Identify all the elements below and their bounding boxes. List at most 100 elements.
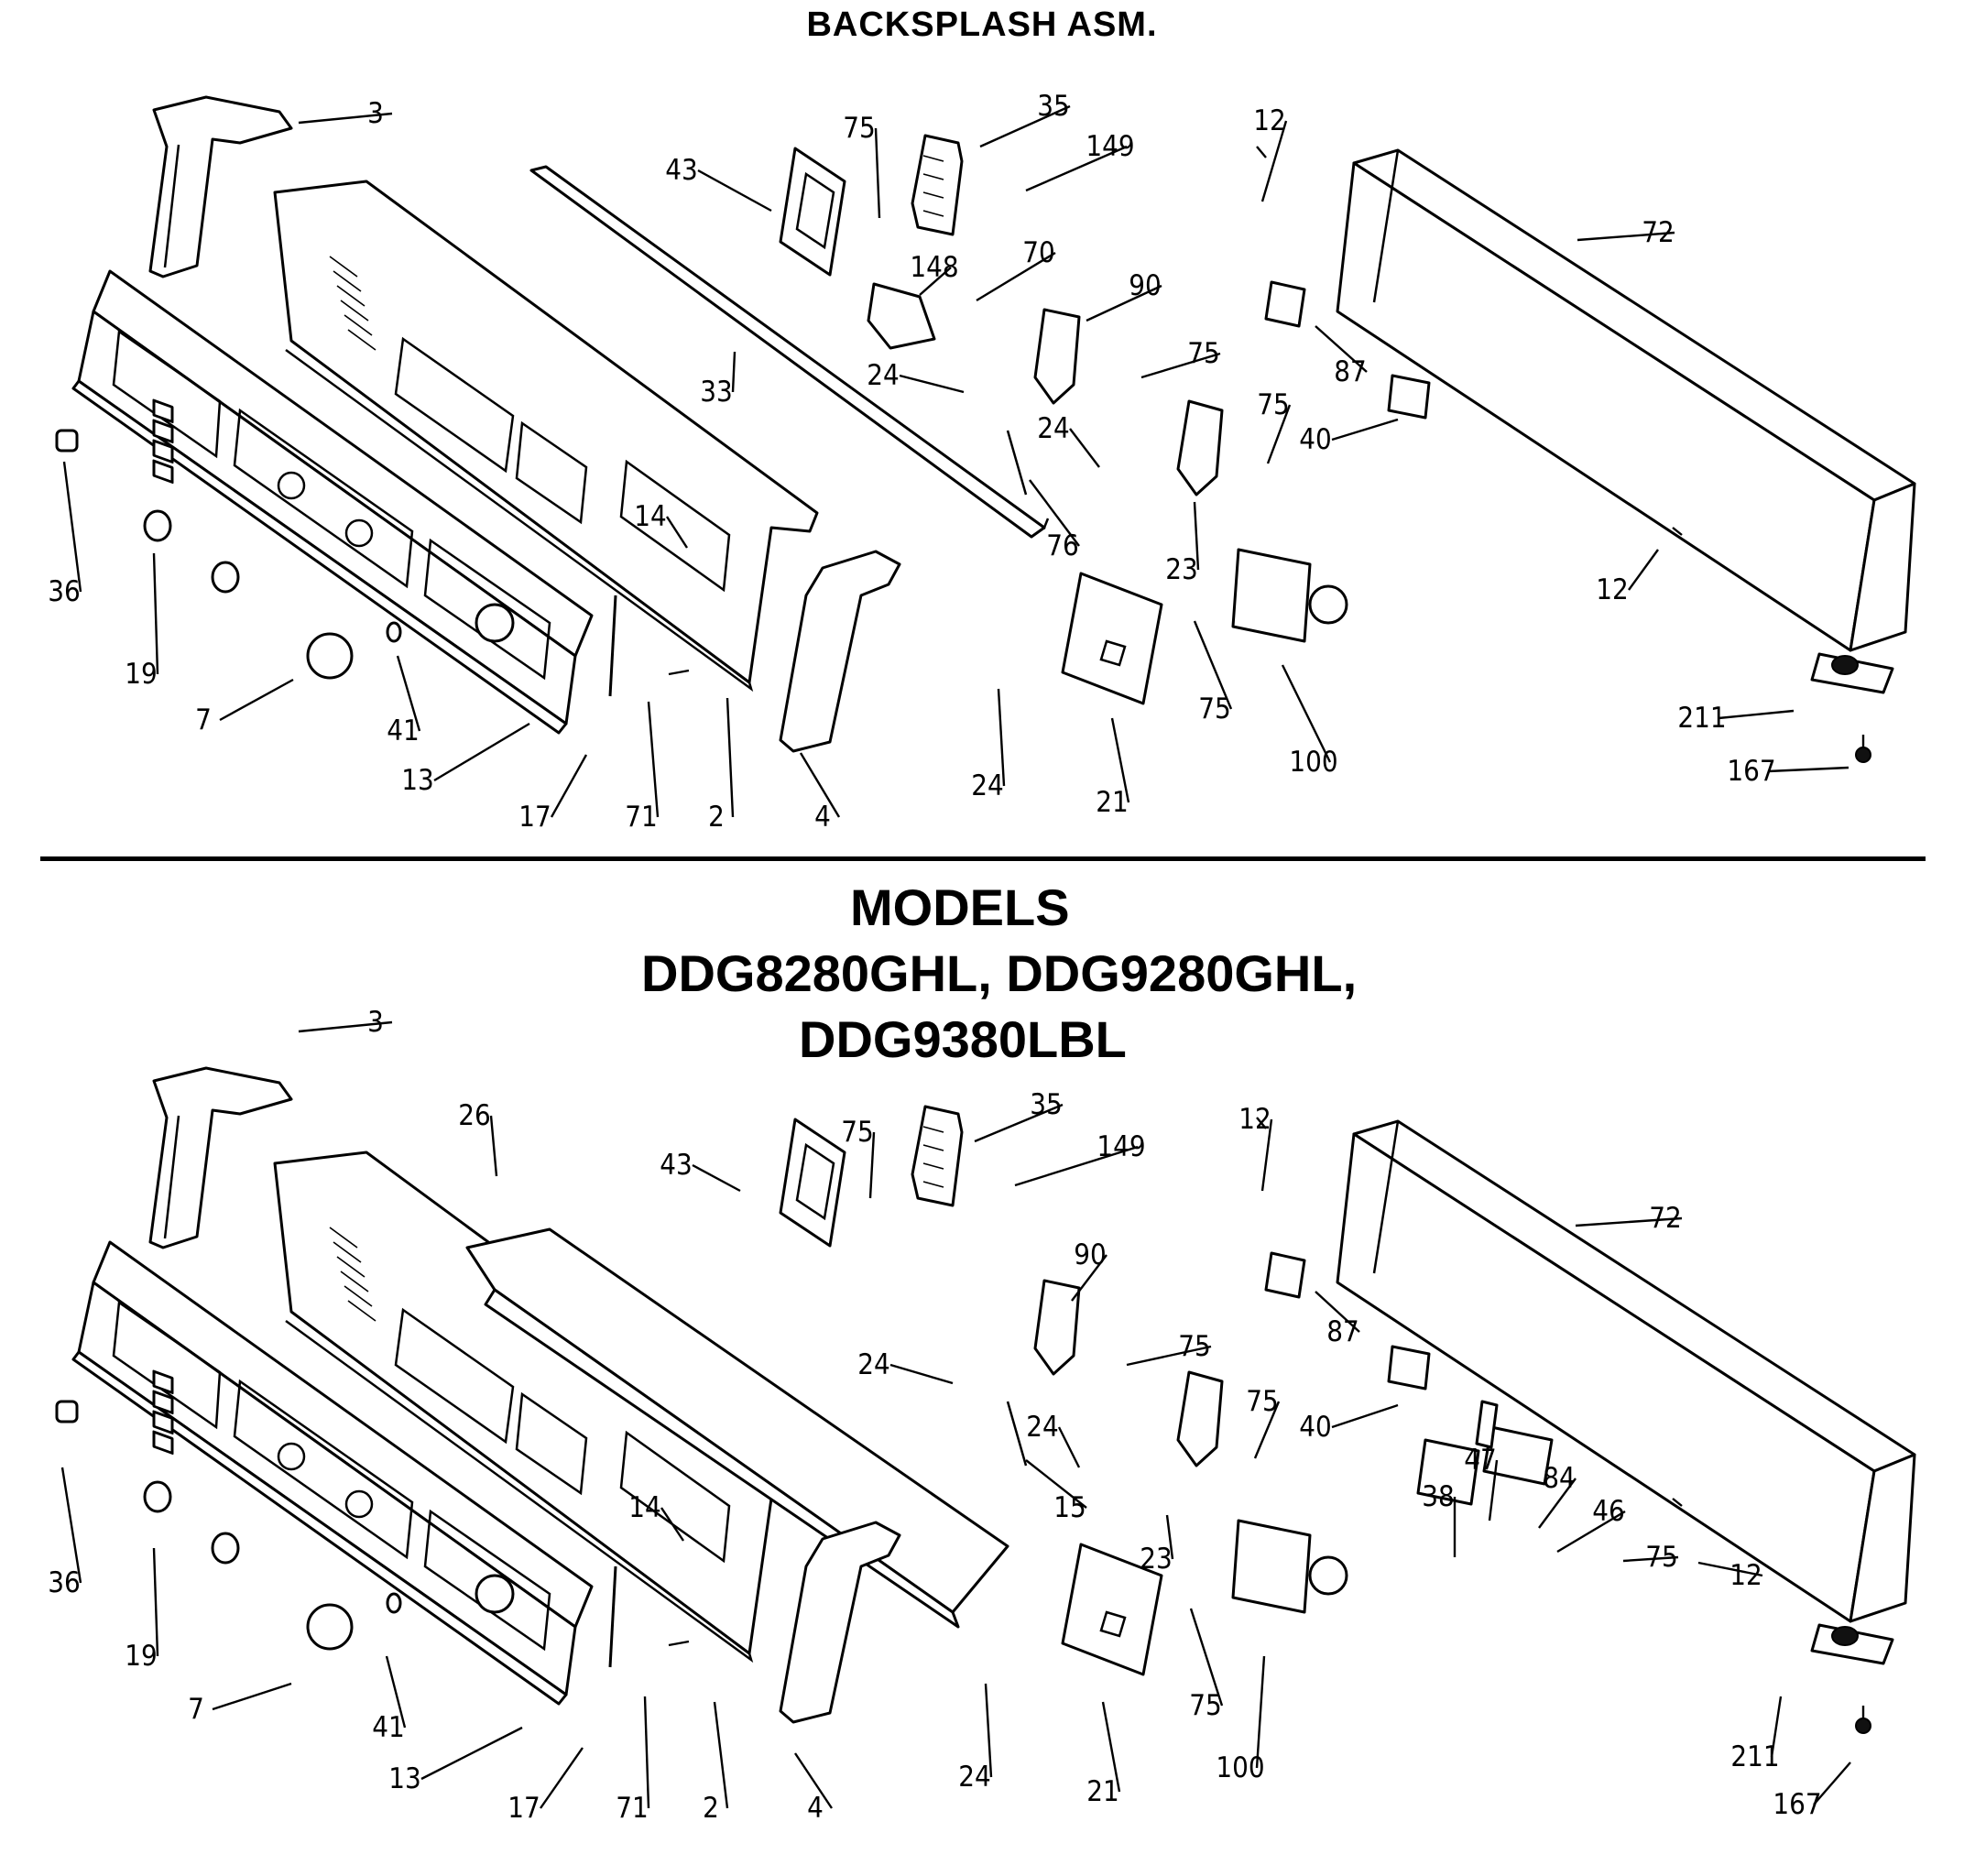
callout-leader (660, 1507, 684, 1542)
switch-bracket (779, 1118, 846, 1248)
part-number-callout: 19 (125, 658, 157, 691)
timer-motor (1308, 1555, 1348, 1596)
switch-block (911, 1105, 964, 1207)
panel-button (152, 1430, 174, 1456)
knob-insert (55, 429, 79, 453)
switch-block-rib (922, 173, 944, 180)
part-number-callout: 13 (401, 764, 433, 797)
timer-motor (1308, 584, 1348, 625)
part-number-callout: 17 (518, 801, 551, 834)
part-number-callout: 17 (507, 1792, 540, 1825)
front-panel-lip (71, 1350, 568, 1706)
panel-button (152, 1390, 174, 1415)
shell-vent (347, 329, 376, 351)
rear-housing-edge (1372, 1120, 1400, 1274)
part-number-callout: 72 (1649, 1202, 1681, 1235)
mounting-plate-hole (1099, 639, 1127, 667)
switch-block-rib (922, 1126, 944, 1133)
callout-leader (665, 516, 689, 549)
part-number-callout: 26 (458, 1099, 490, 1132)
shell-vent (329, 256, 358, 278)
control-knob (306, 632, 354, 680)
hinge-pivot (1831, 655, 1859, 675)
callout-leader (726, 697, 735, 818)
section-divider (40, 856, 1926, 861)
panel-knob-hole-1 (277, 1442, 306, 1471)
part-number-callout: 7 (195, 704, 212, 736)
panel-window-right (423, 538, 551, 681)
callout-leader (212, 1682, 292, 1711)
panel-screw (668, 1640, 690, 1647)
mounting-plate (1061, 1543, 1163, 1676)
part-number-callout: 24 (1026, 1411, 1058, 1444)
console-shell-bottom (285, 1310, 754, 1663)
callout-leader (1071, 1254, 1107, 1302)
callout-leader (1281, 664, 1332, 763)
shell-vent (347, 1300, 376, 1322)
shell-vent (344, 1285, 373, 1307)
callout-leader (1025, 1459, 1087, 1509)
part-number-callout: 46 (1592, 1495, 1624, 1528)
callout-leader (1057, 1426, 1081, 1468)
callout-leader (489, 1115, 498, 1177)
part-number-callout: 40 (1299, 1411, 1331, 1444)
panel-window-right (423, 1509, 551, 1652)
part-number-callout: 84 (1543, 1462, 1575, 1495)
knob-insert (55, 1400, 79, 1423)
callout-leader (1488, 1459, 1499, 1522)
knob-spring (386, 621, 402, 643)
part-number-callout: 35 (1030, 1088, 1062, 1121)
part-number-callout: 40 (1299, 423, 1331, 456)
push-button-1 (143, 509, 172, 542)
switch-bracket (779, 147, 846, 277)
right-end-cap (779, 550, 901, 753)
panel-window-center (233, 408, 414, 589)
callout-leader (1110, 717, 1130, 803)
top-rail-edge (545, 165, 1050, 529)
rear-housing-end (1849, 482, 1916, 652)
part-number-callout: 2 (703, 1792, 719, 1825)
callout-leader (1029, 479, 1080, 547)
part-number-callout: 43 (660, 1149, 692, 1182)
shell-vent (329, 1227, 358, 1249)
callout-leader (1556, 1510, 1626, 1554)
part-number-callout: 75 (1246, 1385, 1278, 1418)
callout-leader (1086, 284, 1162, 322)
switch-block-rib (922, 1162, 944, 1170)
panel-button (152, 459, 174, 485)
part-number-callout: 7 (188, 1693, 204, 1726)
callout-leader (1767, 766, 1849, 773)
callout-leader (794, 1752, 833, 1809)
part-number-callout: 24 (857, 1348, 889, 1381)
panel-screw (668, 669, 690, 676)
long-screw (1006, 1401, 1028, 1467)
rocker-switch-lower (1387, 374, 1431, 420)
callout-leader (643, 1696, 650, 1809)
part-number-callout: 38 (1422, 1480, 1454, 1513)
part-number-callout: 71 (625, 801, 657, 834)
panel-dial-ring (475, 603, 515, 643)
left-end-cap (148, 95, 293, 278)
callout-leader (1069, 428, 1100, 468)
mounting-bracket-lower (1176, 399, 1224, 496)
part-number-callout: 90 (1074, 1238, 1106, 1271)
callout-leader (713, 1701, 729, 1809)
callout-leader (1101, 1701, 1121, 1793)
panel-window-left (112, 1300, 222, 1430)
timer-body (1231, 548, 1312, 643)
part-number-callout: 87 (1334, 355, 1366, 388)
rocker-switch-lower (1387, 1345, 1431, 1391)
callout-leader (1260, 120, 1288, 202)
part-number-callout: 72 (1642, 216, 1674, 249)
part-number-callout: 75 (1257, 388, 1289, 421)
left-end-cap (148, 1066, 293, 1249)
shell-opening-2 (515, 420, 588, 525)
part-number-callout: 4 (807, 1792, 824, 1825)
part-number-callout: 19 (125, 1640, 157, 1673)
clip-lower (1672, 527, 1683, 536)
shell-opening-3 (619, 459, 731, 593)
part-number-callout: 36 (48, 1566, 80, 1599)
clip-lower (1672, 1498, 1683, 1507)
